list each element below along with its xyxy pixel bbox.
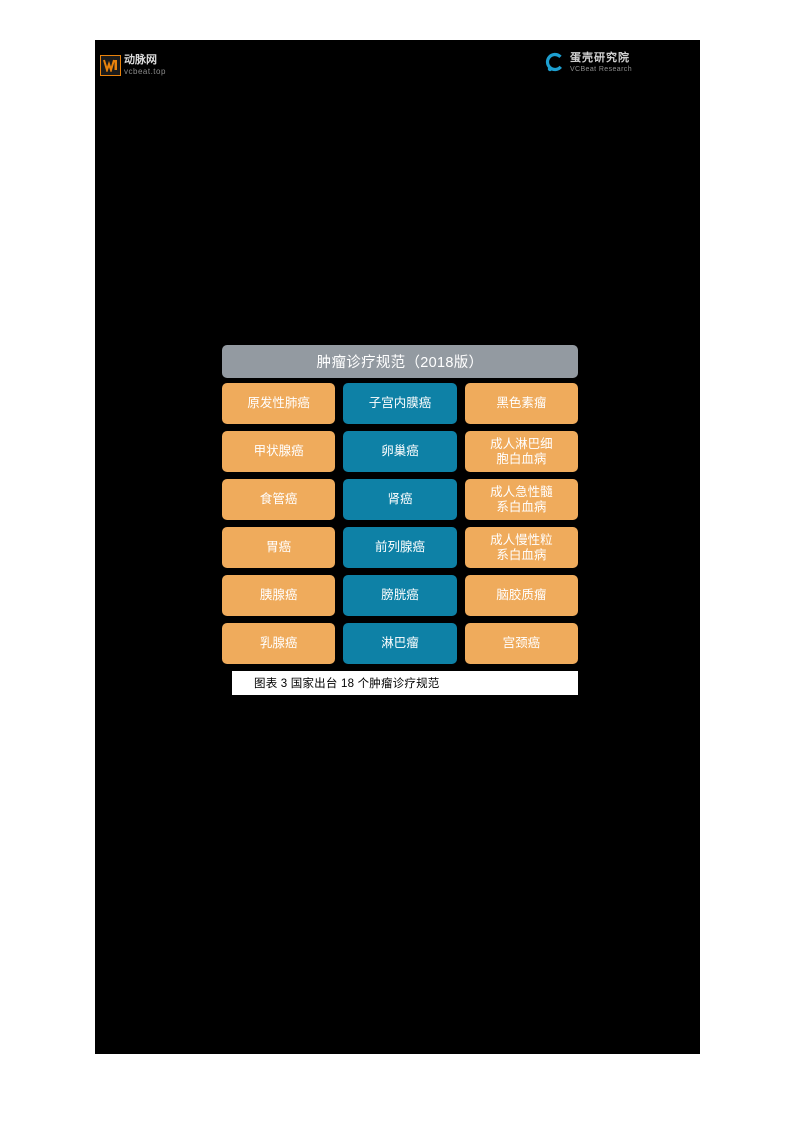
vcbeat-brand-logo: 动脉网 vcbeat.top	[100, 55, 166, 76]
tile-cell[interactable]: 子宫内膜癌	[343, 383, 457, 424]
chart-title: 肿瘤诊疗规范（2018版）	[222, 345, 578, 378]
tile-cell[interactable]: 原发性肺癌	[222, 383, 336, 424]
tile-cell[interactable]: 甲状腺癌	[222, 431, 336, 472]
tile-cell[interactable]: 宫颈癌	[464, 623, 578, 664]
tile-cell[interactable]: 淋巴瘤	[343, 623, 457, 664]
figure-caption: 图表 3 国家出台 18 个肿瘤诊疗规范	[232, 671, 578, 695]
tile-cell[interactable]: 乳腺癌	[222, 623, 336, 664]
vcbeat-research-circle-icon	[544, 52, 566, 74]
table-row: 乳腺癌 淋巴瘤 宫颈癌	[222, 623, 578, 664]
table-row: 食管癌 肾癌 成人急性髓 系白血病	[222, 479, 578, 520]
research-institute-cn: 蛋壳研究院	[569, 52, 630, 64]
tile-cell[interactable]: 成人急性髓 系白血病	[464, 479, 578, 520]
table-row: 原发性肺癌 子宫内膜癌 黑色素瘤	[222, 383, 578, 424]
tile-cell[interactable]: 卵巢癌	[343, 431, 457, 472]
chart-tile-grid: 原发性肺癌 子宫内膜癌 黑色素瘤 甲状腺癌 卵巢癌 成人淋巴细 胞白血病 食管癌…	[222, 383, 578, 664]
tile-cell[interactable]: 前列腺癌	[343, 527, 457, 568]
tile-cell[interactable]: 成人慢性粒 系白血病	[464, 527, 578, 568]
vcbeat-brand-text: 动脉网 vcbeat.top	[124, 55, 166, 76]
research-institute-logo: 蛋壳研究院 VCBeat Research	[544, 52, 632, 74]
vcbeat-brand-cn: 动脉网	[124, 54, 157, 66]
page-header: 动脉网 vcbeat.top 蛋壳研究院 VCBeat Research	[95, 40, 700, 84]
table-row: 胰腺癌 膀胱癌 脑胶质瘤	[222, 575, 578, 616]
tile-cell[interactable]: 胰腺癌	[222, 575, 336, 616]
tile-cell[interactable]: 胃癌	[222, 527, 336, 568]
table-row: 甲状腺癌 卵巢癌 成人淋巴细 胞白血病	[222, 431, 578, 472]
figure-block: 肿瘤诊疗规范（2018版） 原发性肺癌 子宫内膜癌 黑色素瘤 甲状腺癌 卵巢癌 …	[222, 345, 578, 695]
research-institute-en: VCBeat Research	[569, 66, 632, 73]
tile-cell[interactable]: 黑色素瘤	[464, 383, 578, 424]
tile-cell[interactable]: 食管癌	[222, 479, 336, 520]
research-institute-text: 蛋壳研究院 VCBeat Research	[569, 52, 632, 74]
tile-cell[interactable]: 肾癌	[343, 479, 457, 520]
tile-cell[interactable]: 膀胱癌	[343, 575, 457, 616]
vcbeat-brand-en: vcbeat.top	[124, 67, 166, 76]
vb-logo-icon	[100, 55, 121, 76]
tile-cell[interactable]: 脑胶质瘤	[464, 575, 578, 616]
tile-cell[interactable]: 成人淋巴细 胞白血病	[464, 431, 578, 472]
table-row: 胃癌 前列腺癌 成人慢性粒 系白血病	[222, 527, 578, 568]
